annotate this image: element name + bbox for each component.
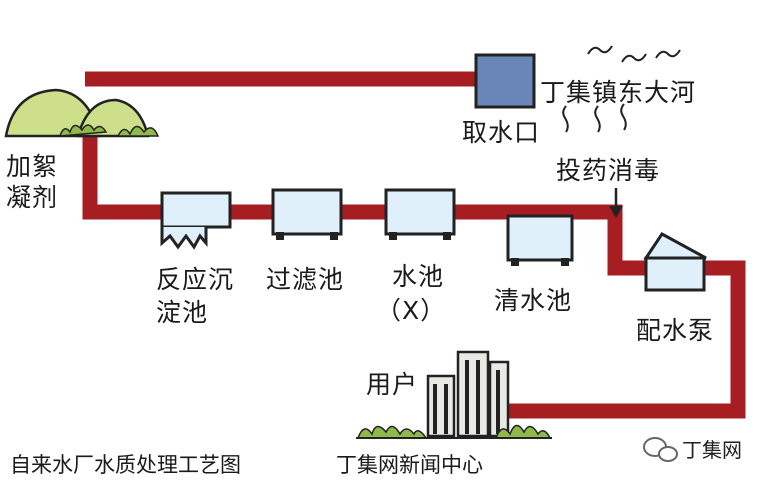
clear-water-label: 清水池 [494,286,573,315]
users-label: 用户 [366,370,419,399]
pump-house-icon [643,232,707,292]
main-pipe [82,71,746,419]
arrow-down-icon [609,188,623,218]
filter-tank-icon [271,188,343,240]
disinfect-label: 投药消毒 [556,156,661,185]
pump-label: 配水泵 [636,316,715,345]
clear-water-tank-icon [506,214,574,266]
sedimentation-label-line1: 反应沉 [156,265,235,294]
water-tank-label-line1: 水池 [392,262,445,291]
intake-label: 取水口 [462,118,541,147]
river-label: 丁集镇东大河 [540,78,697,107]
watermark-text: 丁集网 [682,438,742,462]
water-tank-label-line2: （X） [376,296,447,325]
diagram-caption: 自来水厂水质处理工艺图 [10,453,241,477]
coagulant-label-line2: 凝剂 [6,183,59,212]
filter-label: 过滤池 [266,265,345,294]
sedimentation-tank-icon [160,191,232,250]
buildings-icon [426,350,510,438]
intake-box [474,53,536,109]
water-tank-icon [384,188,456,240]
hills-icon [4,88,160,138]
sedimentation-label-line2: 淀池 [156,298,209,327]
coagulant-label-line1: 加絮 [6,152,59,181]
source-caption: 丁集网新闻中心 [336,453,483,477]
river-wave-icon [562,45,681,133]
wechat-logo-icon [643,437,678,462]
grass-icon [356,424,552,439]
